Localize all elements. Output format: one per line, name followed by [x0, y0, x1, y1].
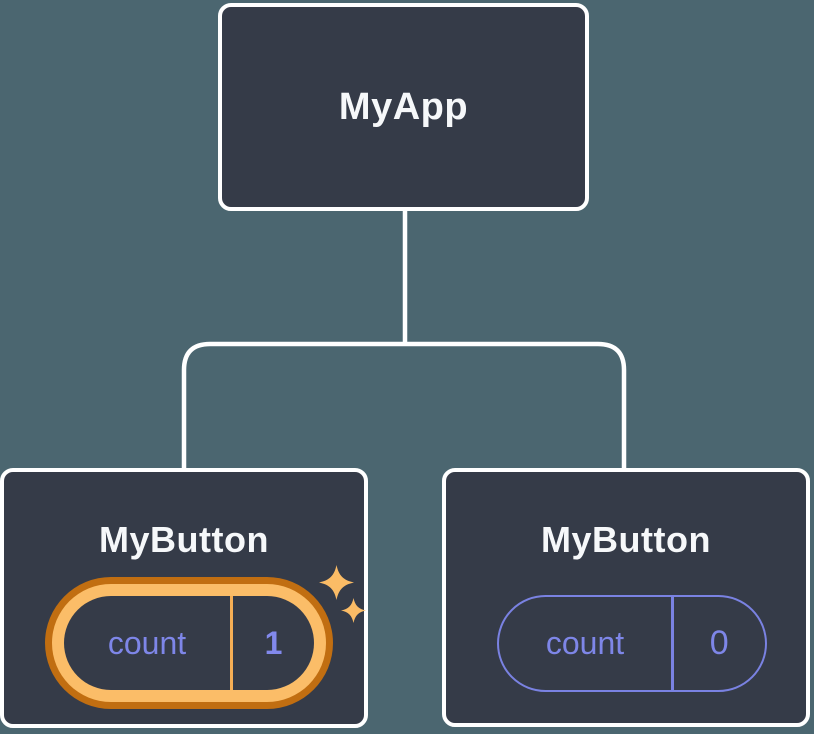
state-pill-plain: count 0 — [497, 595, 767, 692]
state-pill-highlighted: count 1 — [45, 577, 333, 709]
node-myapp: MyApp — [218, 3, 589, 211]
sparkle-icon — [319, 565, 354, 600]
state-pill-divider — [230, 596, 233, 690]
state-value-label: 0 — [709, 624, 729, 662]
sparkle-icon — [341, 598, 366, 623]
state-name-label: count — [545, 625, 625, 661]
state-pill-divider — [671, 597, 674, 690]
node-mybutton-left-label: MyButton — [99, 519, 269, 560]
node-myapp-label: MyApp — [338, 85, 469, 128]
node-mybutton-left: MyButton count 1 — [0, 468, 368, 728]
state-value-label: 1 — [264, 624, 283, 661]
state-pill-gold-ring: count 1 — [52, 584, 326, 702]
node-mybutton-right-label: MyButton — [541, 519, 711, 560]
state-name-label: count — [107, 624, 187, 661]
state-pill-core: count 1 — [64, 596, 314, 690]
node-mybutton-right: MyButton count 0 — [442, 468, 810, 727]
